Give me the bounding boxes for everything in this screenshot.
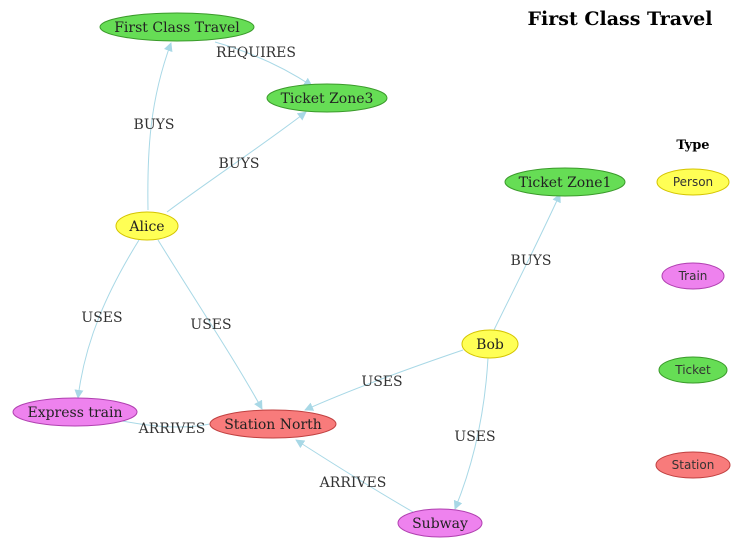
legend-swatch-ticket	[658, 356, 728, 384]
edge-subway-arrives	[295, 439, 414, 513]
node-alice-shape	[115, 211, 179, 241]
node-alice[interactable]: Alice	[115, 211, 179, 241]
nodes-layer: First Class Travel Ticket Zone3 Ticket Z…	[12, 12, 626, 538]
node-first-class-travel-shape	[99, 12, 255, 42]
legend-label-train: Train	[678, 269, 708, 283]
edge-bob-uses-subway	[453, 357, 489, 510]
legend-label-ticket: Ticket	[674, 363, 711, 377]
edge-bob-buys-zone1	[493, 193, 561, 331]
node-alice-label: Alice	[128, 219, 164, 235]
node-ticket-zone1-shape	[504, 167, 626, 197]
node-ticket-zone1-label: Ticket Zone1	[519, 175, 612, 191]
legend-item-ticket: Ticket	[658, 356, 728, 384]
node-bob-label: Bob	[476, 337, 504, 353]
node-express-train-label: Express train	[27, 405, 122, 421]
edge-label-alice-uses-north: USES	[190, 317, 231, 333]
legend-item-station: Station	[655, 451, 731, 479]
edge-express-arrives	[121, 420, 211, 428]
legend-label-person: Person	[673, 175, 713, 189]
node-subway-label: Subway	[412, 516, 468, 532]
node-ticket-zone1[interactable]: Ticket Zone1	[504, 167, 626, 197]
edge-label-alice-uses-express: USES	[81, 310, 122, 326]
edges-layer: BUYS REQUIRES BUYS BUYS USES USES USES U…	[74, 41, 561, 513]
edge-label-bob-buys-zone1: BUYS	[511, 253, 552, 269]
diagram-title: First Class Travel	[528, 8, 713, 30]
edge-label-bob-uses-subway: USES	[454, 429, 495, 445]
edge-alice-uses-north	[157, 239, 263, 410]
edge-bob-uses-north	[304, 349, 464, 411]
edge-label-alice-buys-zone3: BUYS	[219, 156, 260, 172]
node-bob[interactable]: Bob	[461, 329, 519, 359]
node-first-class-travel[interactable]: First Class Travel	[99, 12, 255, 42]
legend: Type Person Train Ticket Station	[655, 138, 731, 479]
node-ticket-zone3-label: Ticket Zone3	[281, 91, 374, 107]
edge-label-fct-requires-zone3: REQUIRES	[216, 45, 296, 61]
legend-swatch-person	[656, 168, 730, 196]
node-station-north-shape	[209, 409, 337, 439]
node-express-train[interactable]: Express train	[12, 397, 138, 427]
legend-title: Type	[676, 138, 709, 153]
edge-label-express-arrives: ARRIVES	[138, 421, 206, 437]
node-station-north[interactable]: Station North	[209, 409, 337, 439]
edge-label-alice-buys-fct: BUYS	[134, 117, 175, 133]
legend-swatch-train	[661, 262, 725, 290]
edge-label-bob-uses-north: USES	[361, 374, 402, 390]
legend-swatch-station	[655, 451, 731, 479]
legend-label-station: Station	[672, 458, 715, 472]
node-ticket-zone3-shape	[266, 83, 388, 113]
legend-item-train: Train	[661, 262, 725, 290]
legend-item-person: Person	[656, 168, 730, 196]
node-bob-shape	[461, 329, 519, 359]
node-station-north-label: Station North	[224, 417, 322, 433]
node-first-class-travel-label: First Class Travel	[114, 20, 240, 36]
edge-label-subway-arrives: ARRIVES	[319, 475, 387, 491]
edge-alice-buys-zone3	[166, 111, 307, 213]
node-express-train-shape	[12, 397, 138, 427]
node-subway[interactable]: Subway	[397, 508, 483, 538]
edge-fct-requires-zone3	[214, 41, 313, 87]
edge-alice-buys-fct	[147, 42, 173, 211]
edge-alice-uses-express	[74, 239, 140, 399]
node-subway-shape	[397, 508, 483, 538]
node-ticket-zone3[interactable]: Ticket Zone3	[266, 83, 388, 113]
